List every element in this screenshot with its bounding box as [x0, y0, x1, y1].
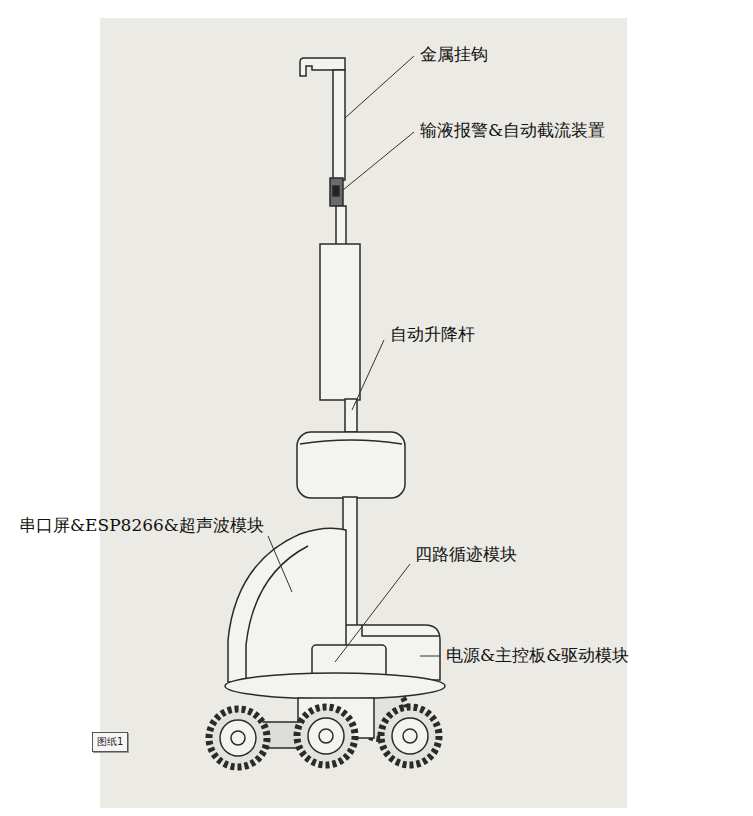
part-label: 电源&主控板&驱动模块	[446, 645, 629, 665]
wheel	[209, 709, 267, 767]
iv-pole-robot	[209, 58, 445, 767]
part-label: 输液报警&自动截流装置	[420, 120, 605, 140]
middle-rod	[336, 206, 346, 246]
disk-rim	[300, 440, 402, 444]
alarm-clip	[333, 186, 339, 196]
drawing-ground	[100, 18, 627, 808]
front-shell-edge	[246, 546, 308, 682]
leader-line	[268, 536, 292, 592]
sheet-tag-text: 图纸1	[97, 736, 123, 747]
part-label: 串口屏&ESP8266&超声波模块	[19, 515, 264, 535]
leader-line	[420, 656, 440, 657]
leader-lines	[268, 56, 440, 662]
sheet-tag: 图纸1	[92, 732, 128, 752]
lift-sleeve	[320, 244, 360, 400]
part-label: 自动升降杆	[390, 324, 475, 344]
part-label: 金属挂钩	[420, 44, 488, 64]
disk-housing	[297, 432, 405, 498]
leader-line	[343, 132, 414, 190]
wheel	[381, 707, 439, 765]
rear-box-edge	[362, 625, 440, 636]
center-block	[312, 645, 386, 677]
wheel	[297, 707, 355, 765]
base-plate	[225, 673, 445, 699]
leader-line	[345, 56, 414, 118]
alarm-device	[330, 178, 343, 206]
upper-rod	[333, 70, 345, 180]
leader-line	[335, 564, 410, 662]
part-label: 四路循迹模块	[415, 544, 517, 564]
leader-line	[352, 340, 384, 410]
